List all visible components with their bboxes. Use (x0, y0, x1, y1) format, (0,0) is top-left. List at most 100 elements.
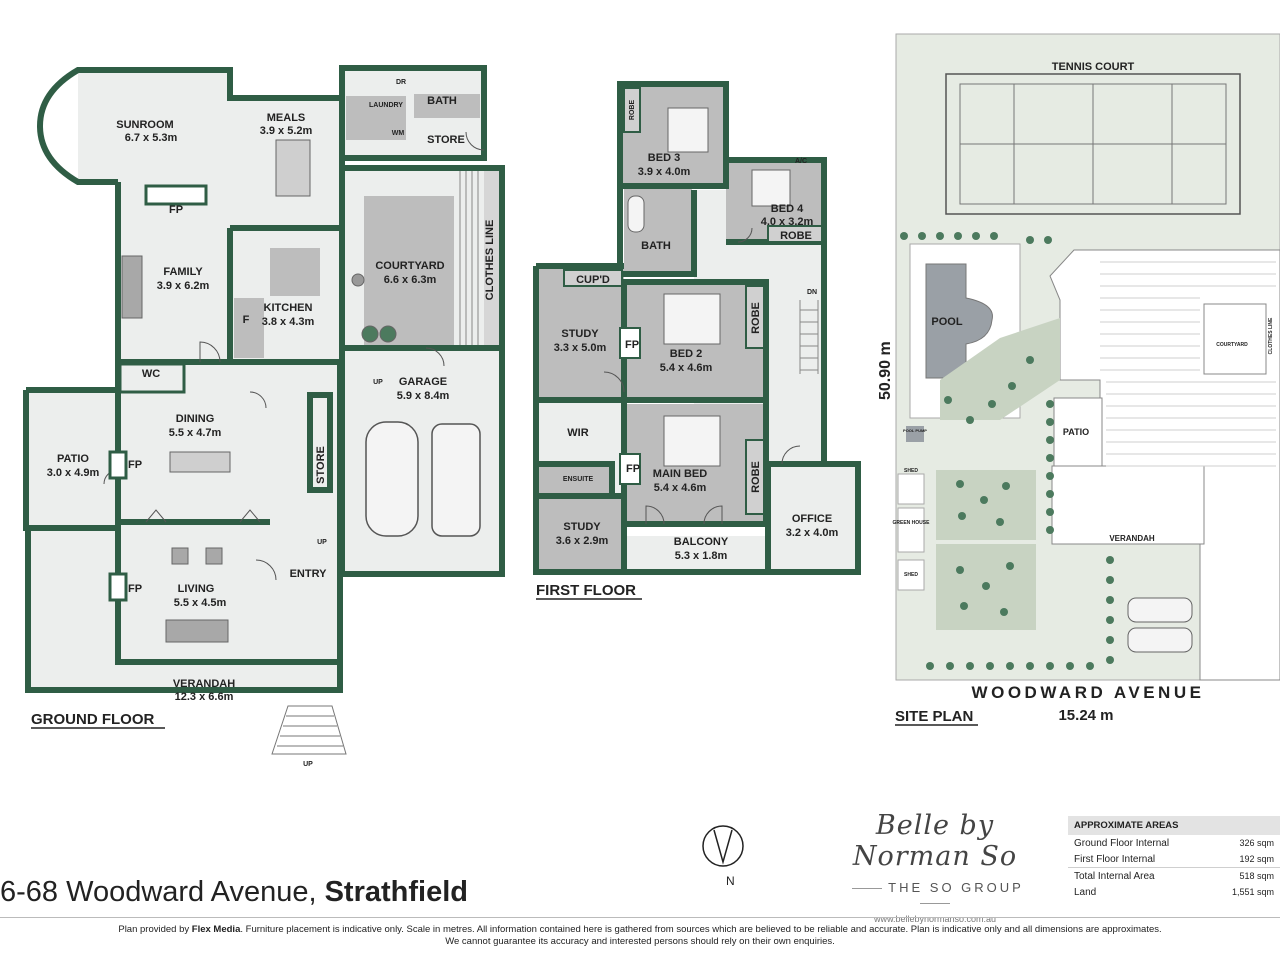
label-main-bed: MAIN BED (653, 468, 707, 480)
main-bed-shape (663, 415, 721, 467)
label-study2: STUDY (563, 521, 601, 533)
patio-block (1053, 397, 1103, 467)
site-depth: 50.90 m (877, 341, 894, 400)
garage-car-right (431, 423, 481, 537)
office-floor (768, 464, 858, 572)
dim-bed4: 4.0 x 3.2m (761, 216, 814, 228)
fp1-shape (619, 327, 641, 359)
label-cupd: CUP'D (576, 274, 610, 286)
label-laundry: LAUNDRY (369, 102, 403, 109)
site-plan-title: SITE PLAN (895, 708, 973, 725)
label-pool-pump: POOL PUMP (903, 428, 927, 433)
fp2-shape (619, 453, 641, 485)
label-green-house: GREEN HOUSE (893, 520, 931, 526)
dim-verandah: 12.3 x 6.6m (175, 691, 234, 703)
dim-dining: 5.5 x 4.7m (169, 427, 222, 439)
label-verandah: VERANDAH (173, 678, 235, 690)
study1-grey (536, 266, 624, 398)
label-stair-up: UP (317, 539, 327, 546)
label-fp1: FP (625, 339, 639, 351)
site-plan: TENNIS COURT POOL POOL PUMP COURTYARD CL… (877, 33, 1280, 726)
dim-office: 3.2 x 4.0m (786, 527, 839, 539)
study2-floor (536, 496, 624, 572)
label-first-bath: BATH (641, 240, 671, 252)
label-store: STORE (427, 134, 465, 146)
label-bed2: BED 2 (670, 348, 702, 360)
label-robe-main: ROBE (750, 461, 762, 493)
label-meals: MEALS (267, 112, 306, 124)
dim-balcony: 5.3 x 1.8m (675, 550, 728, 562)
dim-family: 3.9 x 6.2m (157, 280, 210, 292)
bed3-bed-shape (667, 107, 709, 153)
label-dr: DR (396, 79, 406, 86)
robe-bed2-shape (745, 285, 765, 349)
label-wm: WM (392, 130, 405, 137)
label-bed3: BED 3 (648, 152, 680, 164)
armchair-right-shape (205, 547, 223, 565)
label-kitchen: KITCHEN (264, 302, 313, 314)
living-fireplace-shape (108, 572, 128, 602)
brand-group: THE SO GROUP (888, 880, 1024, 895)
label-steps-up: UP (303, 761, 313, 768)
brand-website: www.bellebynormanso.com.au (873, 914, 997, 924)
robe-main-shape (745, 439, 765, 515)
label-shed-1: SHED (904, 468, 918, 474)
label-ac: A/C (795, 158, 807, 165)
label-site-patio: PATIO (1063, 427, 1089, 437)
label-tennis-court: TENNIS COURT (1052, 61, 1135, 73)
kitchen-bench (270, 248, 320, 296)
pool-shape (925, 263, 993, 379)
label-site-courtyard: COURTYARD (1216, 342, 1248, 348)
courtyard-block (1203, 303, 1267, 375)
dim-study2: 3.6 x 2.9m (556, 535, 609, 547)
family-sofa-shape (121, 255, 143, 319)
disclaimer-footer: Plan provided by Flex Media. Furniture p… (118, 924, 1162, 947)
bed2-bed-shape (663, 293, 721, 345)
site-width: 15.24 m (1058, 707, 1113, 724)
verandah-block (1051, 465, 1205, 545)
dining-table-shape (169, 451, 231, 473)
tennis-court-shape (945, 73, 1241, 215)
label-balcony: BALCONY (674, 536, 729, 548)
label-ensuite: ENSUITE (563, 476, 594, 483)
dim-study1: 3.3 x 5.0m (554, 342, 607, 354)
clothes-line-strip (484, 168, 502, 348)
label-robe-bed4: ROBE (780, 230, 812, 242)
label-robe-bed2: ROBE (750, 302, 762, 334)
compass-label: N (726, 874, 735, 888)
balcony-floor (624, 536, 768, 572)
brand-block: Belle by Norman So THE SO GROUP www.bell… (830, 810, 1040, 924)
family-fireplace-shape (144, 184, 208, 206)
label-fp-family: FP (169, 204, 183, 216)
label-study1: STUDY (561, 328, 599, 340)
ground-floor-title: GROUND FLOOR (31, 711, 154, 728)
kitchen-island (234, 298, 264, 358)
dim-patio: 3.0 x 4.9m (47, 467, 100, 479)
ensuite-floor (536, 464, 612, 494)
label-bed4: BED 4 (771, 203, 804, 215)
dim-kitchen: 3.8 x 4.3m (262, 316, 315, 328)
label-wc: WC (142, 368, 160, 380)
dining-fireplace-shape (108, 450, 128, 480)
label-garage-up: UP (373, 379, 383, 386)
address-street: 6-68 Woodward Avenue, (0, 876, 325, 908)
robe-bed4-shape (767, 225, 823, 243)
property-address: 6-68 Woodward Avenue, Strathfield (0, 876, 468, 909)
dim-main-bed: 5.4 x 4.6m (654, 482, 707, 494)
label-shed-2: SHED (904, 572, 918, 578)
courtyard-paving (364, 196, 454, 346)
patio-floor (26, 390, 118, 528)
areas-heading: APPROXIMATE AREAS (1068, 816, 1280, 835)
label-patio: PATIO (57, 453, 89, 465)
label-fridge: F (243, 314, 250, 326)
floor-plan-drawing: SUNROOM 6.7 x 5.3m MEALS 3.9 x 5.2m LAUN… (23, 33, 1280, 768)
sunroom-floor (78, 70, 230, 182)
label-store-2: STORE (315, 446, 327, 484)
label-bath: BATH (427, 95, 457, 107)
pool-pump-shape (906, 426, 924, 442)
